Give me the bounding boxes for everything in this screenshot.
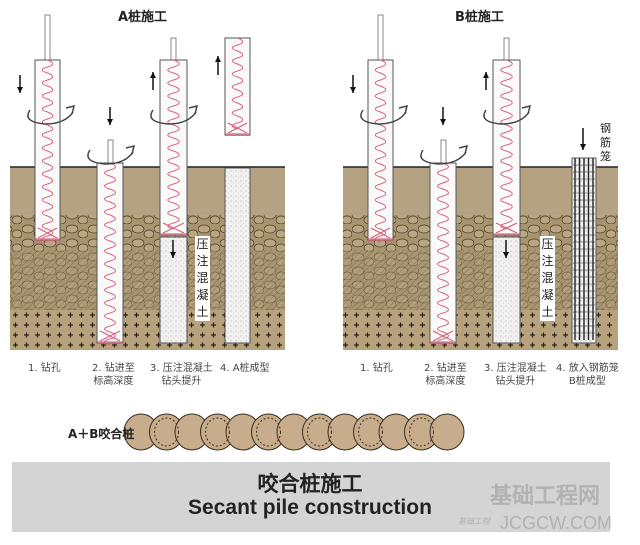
panel-b-p3-bit-teeth (493, 233, 520, 236)
panel-a-p1-drill-bit (37, 227, 58, 239)
panel-a-p4-drill-bit (227, 122, 248, 134)
panel_a-step-2: 2. 钻进至 标高深度 (92, 363, 135, 387)
panel-a-p1-casing (34, 59, 61, 241)
watermark-script: 基础工程 (458, 517, 490, 526)
panel-b-p2-down-arrow-head (440, 119, 446, 125)
watermark-cn: 基础工程网 (490, 484, 601, 509)
panel_b-step-1: 1. 钻孔 (360, 363, 393, 374)
panel-b-p2-rotation-head (458, 144, 469, 155)
panel-a-p2-down-arrow-head (107, 119, 113, 125)
panel-a-p3-drill-bit (162, 222, 185, 234)
panel-a-p4-bit-teeth (225, 133, 250, 136)
panel-a-p1-rotation-head (65, 104, 76, 115)
secant-rebar-cage (205, 417, 230, 447)
panel-a-title: A桩施工 (118, 10, 168, 25)
panel-a-p2-rotation-arrow (87, 149, 134, 165)
panel-a-p4-up-arrow-head (215, 56, 221, 62)
secant-rebar-cage (409, 417, 434, 447)
panel-a-p3-casing (159, 59, 188, 236)
panel-b-p3-rotation-arrow (483, 109, 530, 125)
panel-a-p2-drill-bit (99, 330, 121, 342)
panel-b-p3-concrete-arrow-head (503, 252, 509, 258)
panel_b-step-3: 3. 压注混凝土 钻头提升 (484, 363, 547, 387)
panel-a-p3-rotation-arrow (150, 109, 197, 125)
panel-b-p1-rotation-arrow (360, 109, 407, 125)
panel-b-p1-down-arrow-head (350, 87, 356, 93)
panel-a-p2-casing (96, 162, 124, 344)
panel-a-completed-pile (224, 167, 251, 344)
cage-label: 钢筋笼 (598, 122, 613, 164)
secant-rebar-cage (256, 417, 281, 447)
panel-b-p1-casing (367, 59, 394, 241)
panel_a-step-3: 3. 压注混凝土 钻头提升 (150, 363, 213, 387)
panel-b-p1-rotation-head (398, 104, 409, 115)
panel-a-p1-rotation-arrow (27, 109, 74, 125)
panel-b-concrete-label: 压注混凝土 (540, 236, 555, 321)
panel-b-p3-auger-spiral (500, 59, 513, 230)
banner-title-en: Secant pile construction (188, 496, 432, 519)
panel-a-p1-shaft (44, 14, 51, 61)
panel-b-p2-drill-bit (432, 330, 454, 342)
panel-a-concrete-label: 压注混凝土 (195, 236, 210, 321)
watermark-en: JCGCW.COM (500, 513, 612, 533)
panel-a-p3-auger-spiral (167, 59, 180, 230)
panel_a-step-1: 1. 钻孔 (28, 363, 61, 374)
panel-b-p1-shaft (377, 14, 384, 61)
panel-b-p2-casing (429, 162, 457, 344)
panel_a-step-4: 4. A桩成型 (220, 363, 270, 374)
panel-a-p2-shaft (107, 139, 114, 164)
secant-label: A＋B咬合桩 (68, 427, 135, 441)
panel-b-p1-auger-spiral (374, 59, 387, 243)
panel-a-p1-auger-spiral (41, 59, 54, 243)
panel-b-p2-shaft (440, 139, 447, 164)
panel-b-p2-rotation-arrow (420, 149, 467, 165)
panel-a-p3-up-arrow-head (150, 72, 156, 78)
secant-rebar-cage (154, 417, 179, 447)
panel-b-title: B桩施工 (455, 10, 504, 25)
panel-a-p4-auger-spiral (231, 37, 244, 130)
title-banner (12, 462, 610, 532)
panel-a-p2-auger-spiral (104, 162, 116, 346)
panel-b-p1-drill-bit (370, 227, 391, 239)
panel-a-p2-bit-teeth (97, 341, 123, 344)
panel-b-p1-bit-teeth (368, 238, 393, 241)
panel-a-p1-bit-teeth (35, 238, 60, 241)
panel-b-p3-up-arrow-head (483, 72, 489, 78)
panel-a-p3-shaft (170, 37, 177, 61)
secant-pile-a (429, 413, 465, 451)
banner-title-cn: 咬合桩施工 (257, 472, 363, 496)
panel-b-p2-bit-teeth (430, 341, 456, 344)
secant-rebar-cage (358, 417, 383, 447)
panel-b-p3-rotation-head (521, 104, 532, 115)
panel_b-step-4: 4. 放入钢筋笼 B桩成型 (556, 363, 619, 387)
panel-b-p2-auger-spiral (437, 162, 449, 346)
panel_b-step-2: 2. 钻进至 标高深度 (424, 363, 467, 387)
panel-a-p1-down-arrow-head (17, 87, 23, 93)
panel-a-p3-concrete-arrow-head (170, 252, 176, 258)
panel-a-p3-rotation-head (188, 104, 199, 115)
panel-a-p4-casing (224, 37, 251, 136)
panel-b-p3-shaft (503, 37, 510, 61)
panel-a-p2-rotation-head (125, 144, 136, 155)
panel-b-cage-down-arrow-head (580, 144, 586, 150)
panel-a-p3-bit-teeth (160, 233, 187, 236)
secant-rebar-cage (307, 417, 332, 447)
panel-b-p3-drill-bit (495, 222, 518, 234)
